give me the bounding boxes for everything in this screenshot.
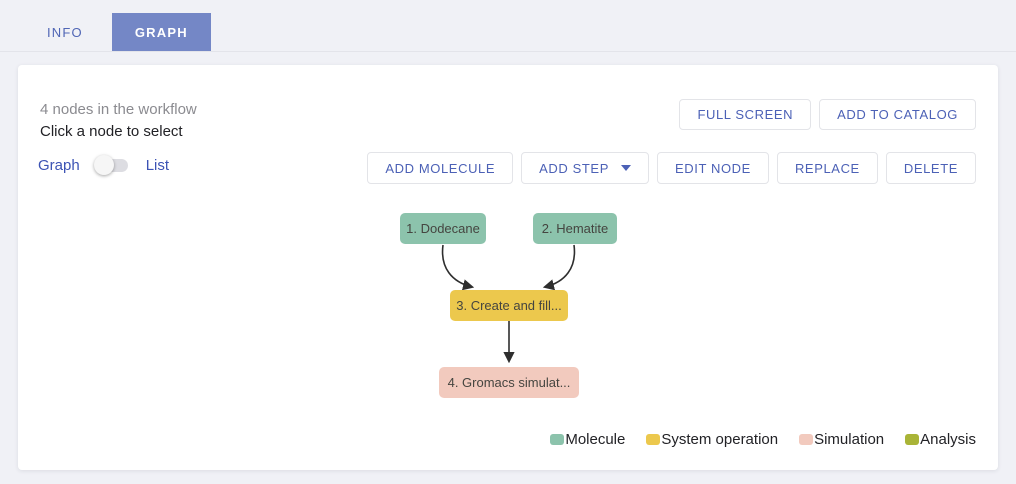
graph-node-hematite[interactable]: 2. Hematite	[533, 213, 617, 244]
legend-item-system-operation: System operation	[646, 431, 778, 448]
graph-node-create-and-fill[interactable]: 3. Create and fill...	[450, 290, 568, 321]
graph-node-gromacs-simulation[interactable]: 4. Gromacs simulat...	[439, 367, 579, 398]
tab-bar: INFO GRAPH	[0, 0, 1016, 52]
simulation-swatch-icon	[799, 434, 814, 445]
tab-graph[interactable]: GRAPH	[111, 13, 211, 51]
system-operation-swatch-icon	[646, 434, 661, 445]
graph-node-dodecane[interactable]: 1. Dodecane	[400, 213, 486, 244]
legend-item-molecule: Molecule	[550, 431, 625, 448]
edit-node-button[interactable]: EDIT NODE	[656, 152, 769, 184]
add-step-button[interactable]: ADD STEP	[521, 152, 649, 184]
delete-button[interactable]: DELETE	[885, 152, 976, 184]
edge-node2-to-node3	[542, 244, 576, 291]
add-step-label: ADD STEP	[539, 160, 609, 176]
full-screen-button[interactable]: FULL SCREEN	[679, 99, 812, 130]
graph-list-toggle[interactable]	[93, 155, 130, 175]
legend-item-analysis: Analysis	[905, 431, 976, 448]
legend-label: System operation	[661, 431, 779, 448]
replace-button[interactable]: REPLACE	[776, 152, 878, 184]
tab-info[interactable]: INFO	[47, 24, 83, 40]
graph-view-label[interactable]: Graph	[38, 156, 80, 174]
graph-edges	[441, 244, 576, 364]
add-molecule-button[interactable]: ADD MOLECULE	[367, 152, 514, 184]
add-to-catalog-button[interactable]: ADD TO CATALOG	[819, 99, 976, 130]
workflow-graph: 1. Dodecane 2. Hematite 3. Create and fi…	[18, 65, 998, 470]
workflow-card: 4 nodes in the workflow Click a node to …	[18, 65, 998, 470]
legend-label: Analysis	[920, 431, 976, 448]
node-count-text: 4 nodes in the workflow	[40, 101, 197, 118]
edge-node1-to-node3	[441, 244, 475, 291]
hint-text: Click a node to select	[40, 123, 183, 140]
molecule-swatch-icon	[550, 434, 565, 445]
analysis-swatch-icon	[905, 434, 920, 445]
top-toolbar: FULL SCREEN ADD TO CATALOG	[679, 99, 976, 130]
legend-label: Simulation	[814, 431, 885, 448]
node-toolbar: ADD MOLECULE ADD STEP EDIT NODE REPLACE …	[367, 152, 976, 184]
view-toggle-row: Graph List	[38, 155, 169, 175]
list-view-label[interactable]: List	[145, 156, 170, 174]
legend: Molecule System operation Simulation Ana…	[550, 431, 976, 448]
legend-item-simulation: Simulation	[799, 431, 884, 448]
toggle-knob[interactable]	[93, 155, 114, 175]
legend-label: Molecule	[565, 431, 626, 448]
chevron-down-icon	[620, 165, 631, 171]
